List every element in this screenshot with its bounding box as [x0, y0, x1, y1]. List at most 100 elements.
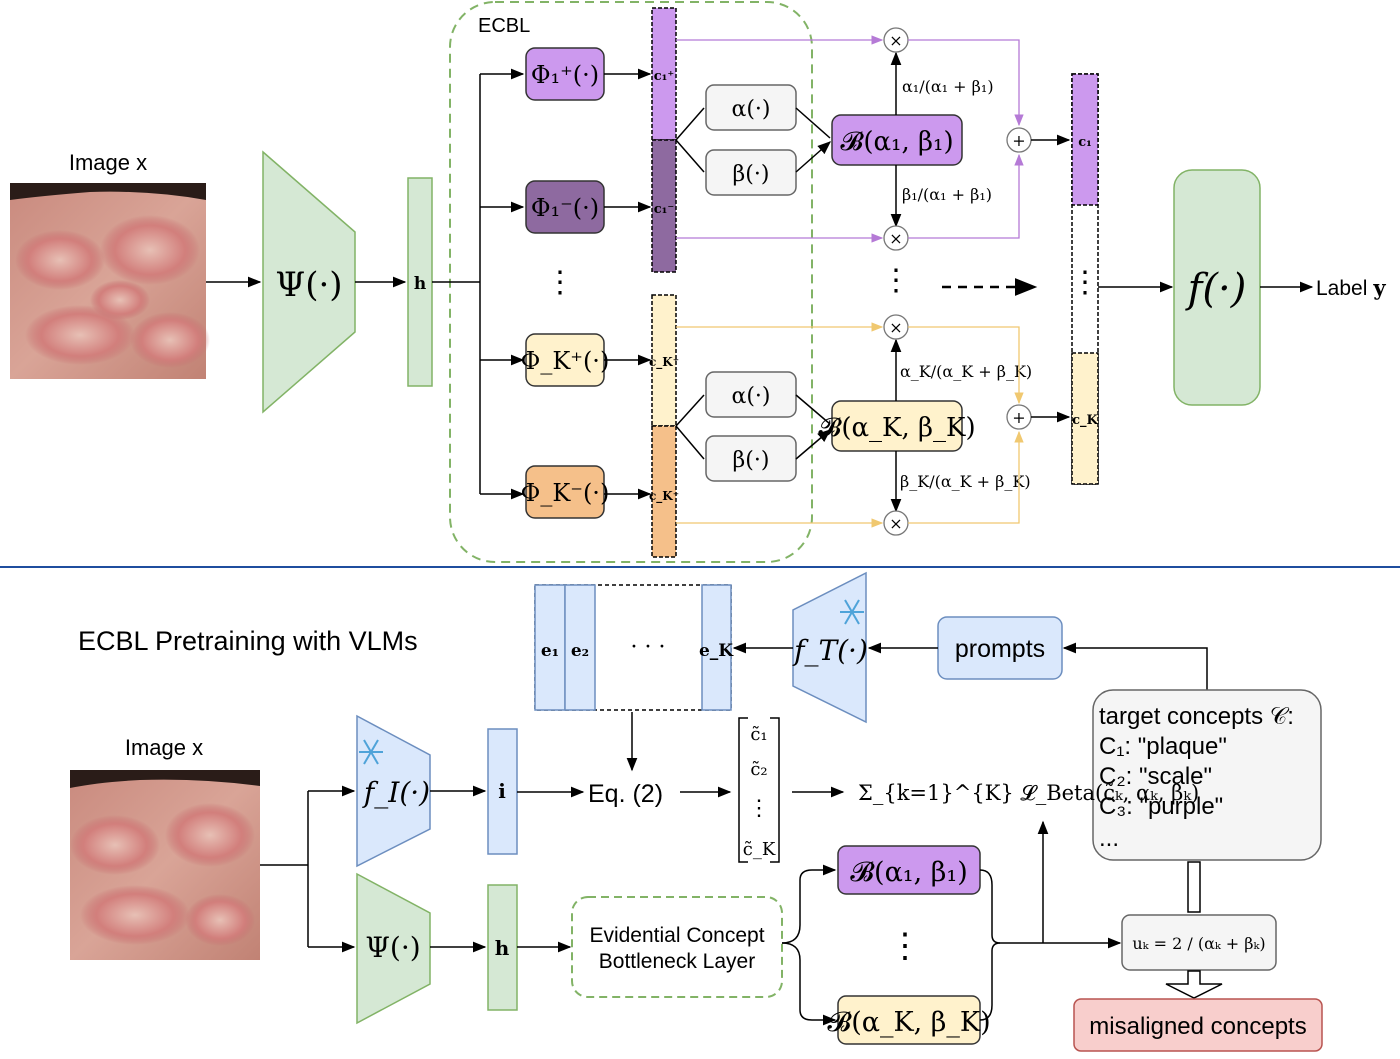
- frozen-snowflake-icon: [359, 739, 383, 765]
- svg-text:×: ×: [889, 229, 902, 248]
- top-input-image: [10, 183, 210, 379]
- c-tilde-2: c̃₂: [750, 759, 767, 780]
- c1-minus-label: c₁⁻: [654, 202, 674, 217]
- alpha-fn-1-box: [705, 84, 797, 131]
- plus-node-1: +: [1006, 127, 1032, 153]
- svg-text:×: ×: [889, 31, 902, 50]
- bottom-backbone-label: Ψ(·): [365, 931, 420, 964]
- ek-cell: [701, 584, 732, 711]
- alpha-fn-k-label: α(·): [731, 384, 770, 409]
- ek-label: e_K: [699, 641, 734, 661]
- concept-more: ...: [1099, 825, 1119, 852]
- top-image-label: Image x: [69, 150, 147, 175]
- bottom-input-image: [70, 770, 260, 960]
- bottom-beta-vdots: ⋮: [888, 926, 922, 966]
- phi-k-minus-label: Φ_K⁻(·): [521, 479, 610, 507]
- prompts-label: prompts: [955, 635, 1045, 663]
- top-backbone-shape: [262, 150, 356, 414]
- c-tilde-k: c̃_K: [743, 839, 776, 860]
- beta-dist-1-label: 𝓑(α₁, β₁): [840, 127, 953, 157]
- phi-1-plus-label: Φ₁⁺(·): [531, 61, 599, 89]
- embedding-ellipsis: · · ·: [631, 635, 666, 660]
- uncertainty-formula: uₖ = 2 / (αₖ + βₖ): [1132, 934, 1265, 953]
- beta-vdots: ⋮: [881, 263, 911, 298]
- phi-k-minus-box: [525, 465, 605, 519]
- concept-3: C₃: "purple": [1099, 793, 1223, 820]
- svg-text:×: ×: [889, 318, 902, 337]
- concept-c1-cell: [1071, 73, 1099, 206]
- multiply-node-ka: ×: [883, 314, 909, 340]
- pretraining-title: ECBL Pretraining with VLMs: [78, 626, 418, 656]
- bottom-ecbl-line2: Bottleneck Layer: [599, 950, 755, 973]
- e1-label: e₁: [541, 641, 559, 661]
- plus-node-k: +: [1006, 404, 1032, 430]
- equation-ref: Eq. (2): [588, 780, 663, 808]
- c-tilde-1: c̃₁: [750, 724, 767, 745]
- uncertainty-box: [1121, 914, 1277, 971]
- bottom-h-label: h: [495, 936, 510, 960]
- ck-plus-label: c_K⁺: [649, 355, 679, 370]
- concepts-hollow-arrow: [1187, 861, 1201, 913]
- target-concepts-title: target concepts 𝒞:: [1099, 703, 1294, 730]
- image-encoder-label: f_I(·): [362, 776, 430, 809]
- multiply-node-1a: ×: [883, 27, 909, 53]
- beta-fn-1-box: [705, 149, 797, 196]
- ecbl-region-label: ECBL: [478, 15, 530, 37]
- misaligned-concepts-label: misaligned concepts: [1089, 1013, 1306, 1040]
- concept-1: C₁: "plaque": [1099, 733, 1227, 760]
- i-vector: [487, 728, 518, 855]
- multiply-node-kb: ×: [883, 510, 909, 536]
- weight-1-bot: β₁/(α₁ + β₁): [902, 185, 992, 204]
- weight-k-bot: β_K/(α_K + β_K): [900, 472, 1031, 491]
- beta-fn-1-label: β(·): [733, 162, 770, 187]
- svg-text:×: ×: [889, 514, 902, 533]
- concept-ck-label: c_K: [1072, 413, 1098, 428]
- phi-vdots: ⋮: [545, 265, 575, 300]
- concept-2: C₂: "scale": [1099, 763, 1212, 790]
- beta-fn-k-label: β(·): [733, 448, 770, 473]
- e1-cell: [534, 584, 566, 711]
- alpha-fn-1-label: α(·): [731, 97, 770, 122]
- alpha-fn-k-box: [705, 371, 797, 418]
- svg-text:+: +: [1012, 131, 1025, 150]
- text-encoder-shape: [792, 571, 867, 724]
- bottom-backbone-shape: [356, 872, 431, 1025]
- frozen-snowflake-icon: [840, 599, 864, 625]
- bottom-ecbl-box: [571, 896, 783, 998]
- ck-plus-bar: [651, 294, 677, 427]
- weight-1-top: α₁/(α₁ + β₁): [902, 77, 994, 96]
- c1-plus-label: c₁⁺: [654, 69, 674, 84]
- c-tilde-vdots: ⋮: [748, 796, 770, 821]
- phi-1-minus-label: Φ₁⁻(·): [531, 194, 599, 222]
- c-tilde-vector: [738, 717, 780, 863]
- bottom-beta-dist-1-label: 𝓑(α₁, β₁): [850, 857, 968, 888]
- image-encoder-shape: [356, 714, 431, 868]
- ck-minus-bar: [651, 425, 677, 558]
- classifier-label: f(·): [1185, 266, 1247, 312]
- bottom-beta-dist-k-label: 𝓑(α_K, β_K): [827, 1007, 990, 1038]
- bottom-ecbl-line1: Evidential Concept: [589, 924, 764, 947]
- bottom-h-vector: [487, 884, 518, 1011]
- multiply-node-1b: ×: [883, 225, 909, 251]
- misaligned-concepts-box: [1073, 998, 1323, 1052]
- phi-k-plus-label: Φ_K⁺(·): [521, 347, 610, 375]
- concept-ck-cell: [1071, 352, 1099, 485]
- bottom-image-label: Image x: [125, 735, 203, 760]
- e2-cell: [564, 584, 596, 711]
- target-concepts-box: [1092, 689, 1322, 861]
- svg-text:+: +: [1012, 408, 1025, 427]
- ck-minus-label: c_K⁻: [649, 489, 679, 504]
- concept-c1-label: c₁: [1078, 135, 1092, 150]
- top-h-label: h: [414, 274, 426, 294]
- e2-label: e₂: [571, 641, 589, 661]
- beta-dist-k-label: 𝓑(α_K, β_K): [818, 413, 975, 443]
- c1-minus-bar: [651, 139, 677, 273]
- misaligned-hollow-arrow: [1165, 970, 1223, 999]
- beta-dist-k-box: [831, 400, 963, 452]
- loss-formula: Σ_{k=1}^{K} 𝓛_Beta(c̃ₖ, αₖ, βₖ): [858, 781, 1199, 805]
- weight-k-top: α_K/(α_K + β_K): [900, 362, 1032, 381]
- top-backbone-label: Ψ(·): [275, 265, 342, 305]
- concept-vdots: ⋮: [1070, 265, 1100, 300]
